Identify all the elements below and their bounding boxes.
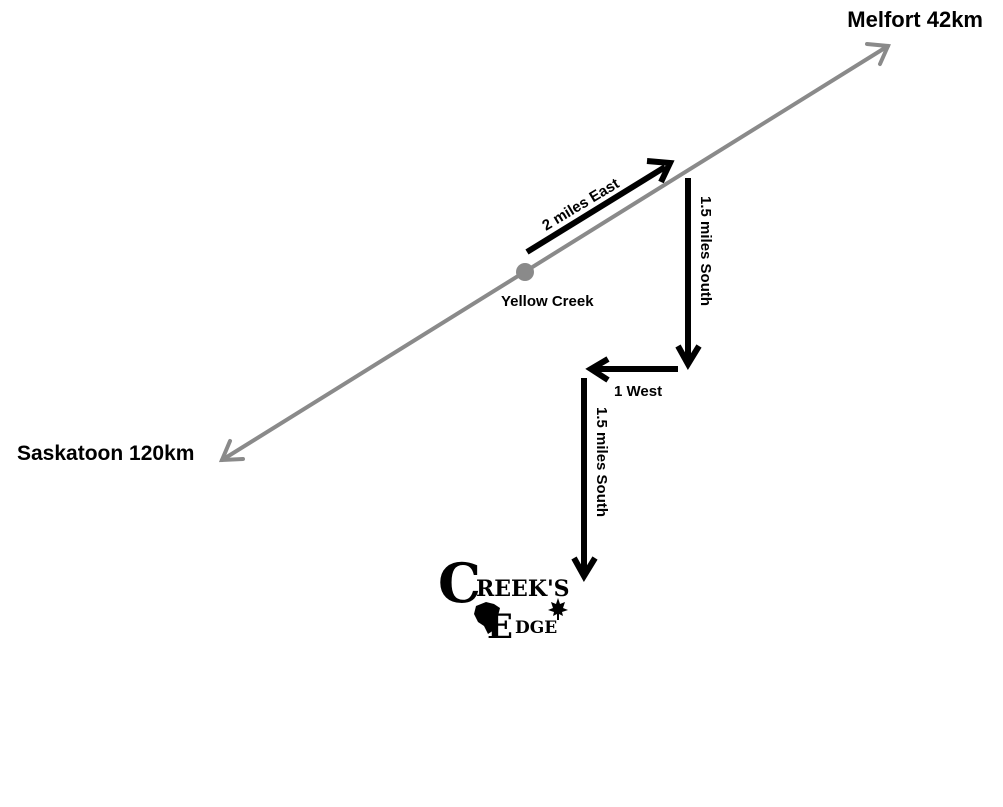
logo-initial-c: C	[438, 551, 481, 615]
route	[525, 158, 702, 582]
highway-arrowhead-northeast	[865, 42, 891, 66]
creeks-edge-logo: C REEK'S E DGE	[438, 551, 570, 647]
route-south-arrowhead-1	[675, 344, 702, 370]
direction-label-west: 1 West	[614, 383, 662, 400]
logo-word-dge: DGE	[515, 618, 557, 638]
saskatoon-label: Saskatoon 120km	[17, 442, 194, 465]
town-marker	[516, 263, 534, 281]
town-label: Yellow Creek	[501, 293, 594, 310]
highway-line	[220, 44, 890, 462]
melfort-label: Melfort 42km	[847, 7, 983, 32]
direction-label-south-1: 1.5 miles South	[697, 196, 714, 306]
highway-arrowhead-southwest	[218, 439, 245, 463]
direction-label-east: 2 miles East	[539, 175, 622, 234]
route-west-arrowhead	[585, 356, 610, 383]
route-east-arrow	[525, 164, 667, 255]
logo-word-reeks: REEK'S	[476, 576, 570, 602]
logo-initial-e: E	[487, 607, 513, 647]
highway	[218, 42, 891, 463]
route-south-arrowhead-2	[571, 556, 598, 582]
direction-label-south-2: 1.5 miles South	[593, 407, 610, 517]
moose-icon	[474, 602, 500, 634]
maple-leaf-icon	[548, 598, 568, 620]
route-east-arrowhead	[646, 158, 675, 184]
